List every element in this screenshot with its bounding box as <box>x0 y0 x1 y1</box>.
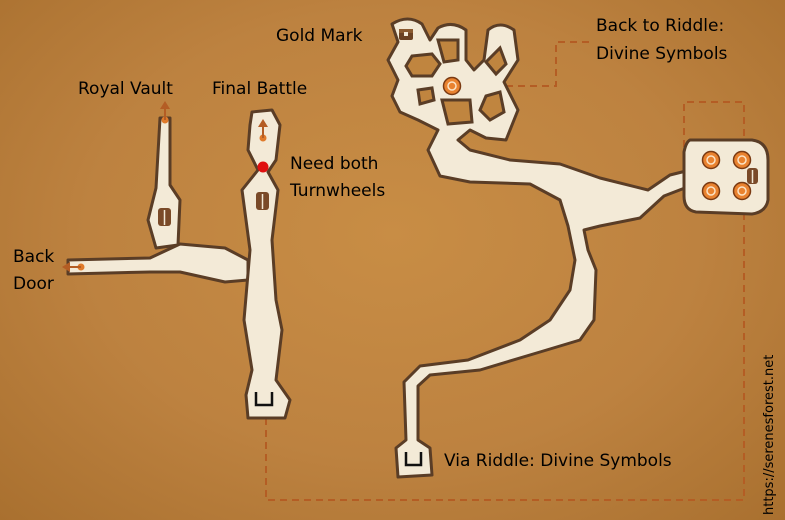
exit-arrow-icon <box>258 119 268 142</box>
door-icon <box>158 208 171 226</box>
royal-vault-label: Royal Vault <box>78 79 173 99</box>
back-door-label-line2: Door <box>13 274 54 294</box>
cave-floor <box>66 17 770 479</box>
back-door-label-line1: Back <box>13 247 55 267</box>
need-both-label-line1: Need both <box>290 154 379 174</box>
stairs-icon <box>404 452 423 467</box>
divine-symbol-icon <box>701 150 721 170</box>
dashed-route-back-to-riddle <box>470 41 592 87</box>
cave-pillar <box>404 38 508 126</box>
divine-symbol-icon <box>732 150 752 170</box>
dashed-route-via-riddle <box>265 101 745 501</box>
divine-symbol-icon <box>732 181 752 201</box>
exit-arrow-icon <box>62 262 85 272</box>
door-icon <box>747 168 758 184</box>
stairs-icon <box>254 392 274 407</box>
via-riddle-label: Via Riddle: Divine Symbols <box>444 451 672 471</box>
watermark: https://serenesforest.net <box>762 354 777 515</box>
back-to-riddle-label-line2: Divine Symbols <box>596 44 728 64</box>
gold-mark-label: Gold Mark <box>276 26 363 46</box>
divine-symbol-icon <box>701 181 721 201</box>
need-both-label-line2: Turnwheels <box>290 181 386 201</box>
exit-arrow-icon <box>160 101 170 124</box>
blocked-passage-icon <box>257 161 269 173</box>
final-battle-label: Final Battle <box>212 79 308 99</box>
back-to-riddle-label-line1: Back to Riddle: <box>596 16 725 36</box>
treasure-chest-icon <box>399 29 413 40</box>
door-icon <box>256 192 269 210</box>
divine-symbol-icon <box>442 76 462 96</box>
